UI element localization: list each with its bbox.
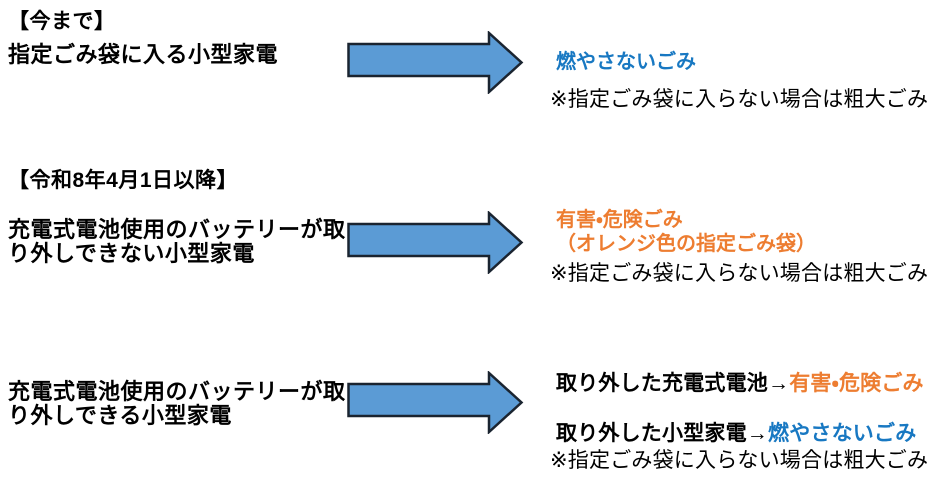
orange-bag-label: （オレンジ色の指定ごみ袋） [556,233,816,255]
section-future-non-removable-item: 充電式電池使用のバッテリーが取り外しできない小型家電 [8,217,346,266]
battery-label: 取り外した充電式電池→ [556,372,790,395]
battery-result-line: 取り外した充電式電池→有害・危険ごみ [556,367,924,397]
appliance-label: 取り外した小型家電→ [556,422,768,445]
section-now-header: 【今まで】 [8,10,116,33]
section-future-non-removable-result: 有害・危険ごみ （オレンジ色の指定ごみ袋） [556,208,816,256]
appliance-result: 燃やさないごみ [768,422,917,445]
section-now-result: 燃やさないごみ [556,51,696,73]
section-future-non-removable-note: ※指定ごみ袋に入らない場合は粗大ごみ [550,262,929,285]
section-future-header: 【令和8年4月1日以降】 [8,169,239,192]
hazardous-waste-label: 有害・危険ごみ [556,209,683,231]
section-future-removable-item: 充電式電池使用のバッテリーが取り外しできる小型家電 [8,379,346,428]
section-future-removable-note: ※指定ごみ袋に入らない場合は粗大ごみ [550,449,929,472]
block-arrow-right-icon [347,31,524,94]
section-now-item: 指定ごみ袋に入る小型家電 [8,42,279,67]
block-arrow-right-icon [347,211,524,274]
battery-result: 有害・危険ごみ [789,372,924,395]
appliance-result-line: 取り外した小型家電→燃やさないごみ [556,417,916,447]
block-arrow-right-icon [347,371,524,434]
section-now-note: ※指定ごみ袋に入らない場合は粗大ごみ [550,88,929,111]
